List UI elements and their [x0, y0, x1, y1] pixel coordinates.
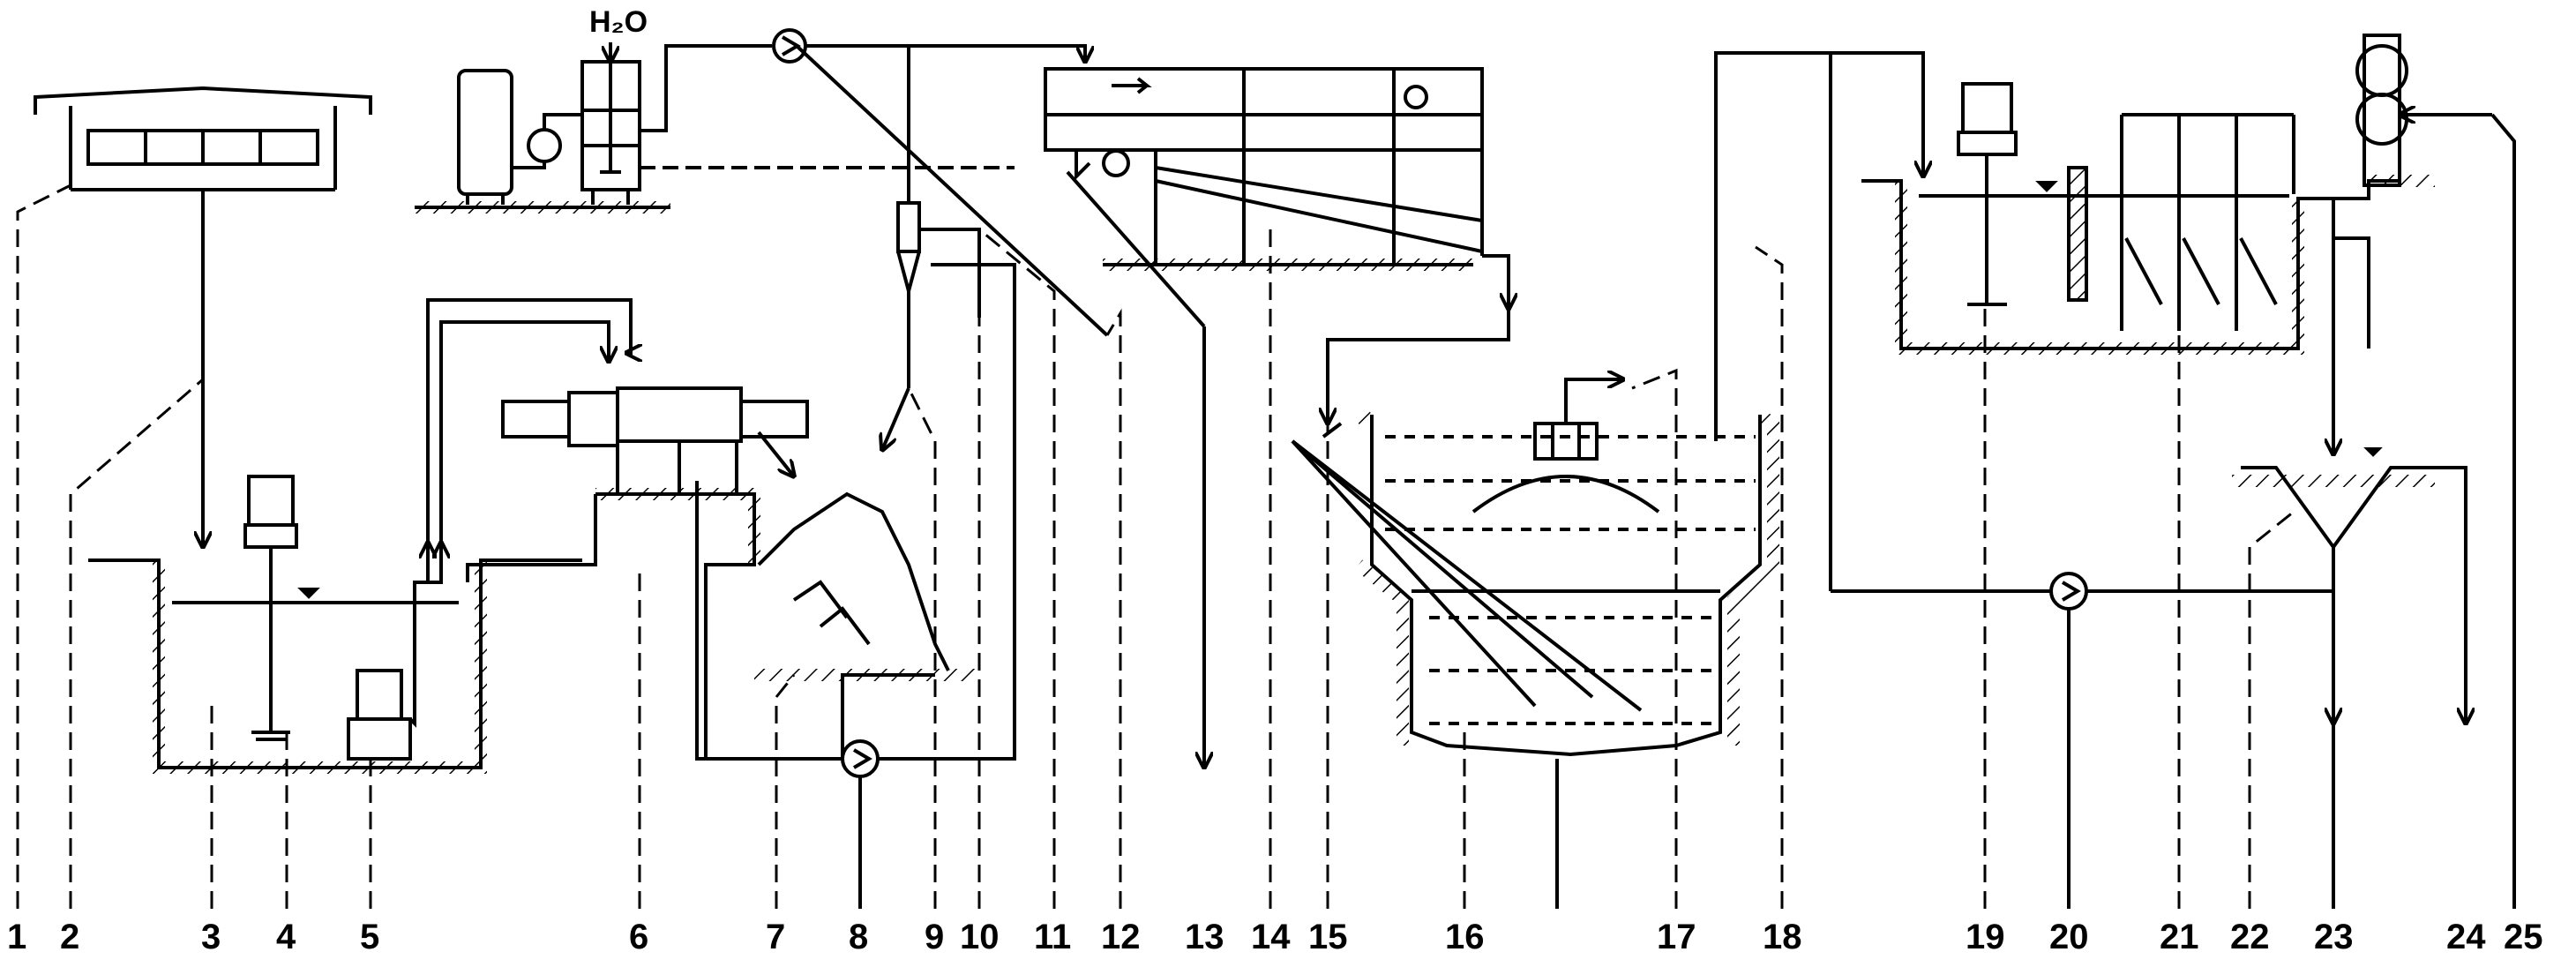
callout-20: 20 [2049, 918, 2089, 956]
callout-18: 18 [1763, 918, 1802, 956]
belt-filter-press [1044, 67, 1509, 768]
callout-22: 22 [2230, 918, 2270, 956]
callout-19: 19 [1966, 918, 2005, 956]
callout-12: 12 [1101, 918, 1141, 956]
callout-10: 10 [960, 918, 1000, 956]
callout-21: 21 [2160, 918, 2199, 956]
callout-13: 13 [1185, 918, 1224, 956]
callout-23: 23 [2314, 918, 2354, 956]
callout-16: 16 [1445, 918, 1485, 956]
callout-25: 25 [2504, 918, 2543, 956]
callout-5: 5 [360, 918, 379, 956]
callout-2: 2 [60, 918, 79, 956]
oxidation-tank [1861, 82, 2400, 454]
storage-shed [34, 86, 372, 547]
callout-8: 8 [849, 918, 868, 956]
water-inlet-label: H₂O [589, 5, 648, 39]
callout-11: 11 [1034, 918, 1071, 956]
sludge-cake-pile [754, 491, 979, 681]
screw-dewatering-press [466, 386, 935, 761]
callout-7: 7 [766, 918, 785, 956]
callout-leaders [16, 184, 2295, 909]
sludge-pump-line [695, 263, 1016, 909]
feed-pump [772, 28, 1109, 450]
callout-4: 4 [276, 918, 296, 956]
callout-numbers: 1 2 3 4 5 6 7 8 9 10 11 12 13 14 15 16 1… [7, 918, 2543, 956]
inclined-tube-settler [1291, 51, 1923, 909]
dosing-station [415, 42, 1015, 214]
callout-15: 15 [1308, 918, 1348, 956]
callout-24: 24 [2446, 918, 2486, 956]
callout-1: 1 [7, 918, 26, 956]
callout-6: 6 [629, 918, 648, 956]
callout-17: 17 [1657, 918, 1696, 956]
callout-9: 9 [925, 918, 944, 956]
air-blower [2355, 34, 2516, 909]
callout-3: 3 [201, 918, 221, 956]
final-clarifier [1831, 447, 2466, 909]
collection-tank [88, 298, 631, 774]
callout-14: 14 [1251, 918, 1291, 956]
